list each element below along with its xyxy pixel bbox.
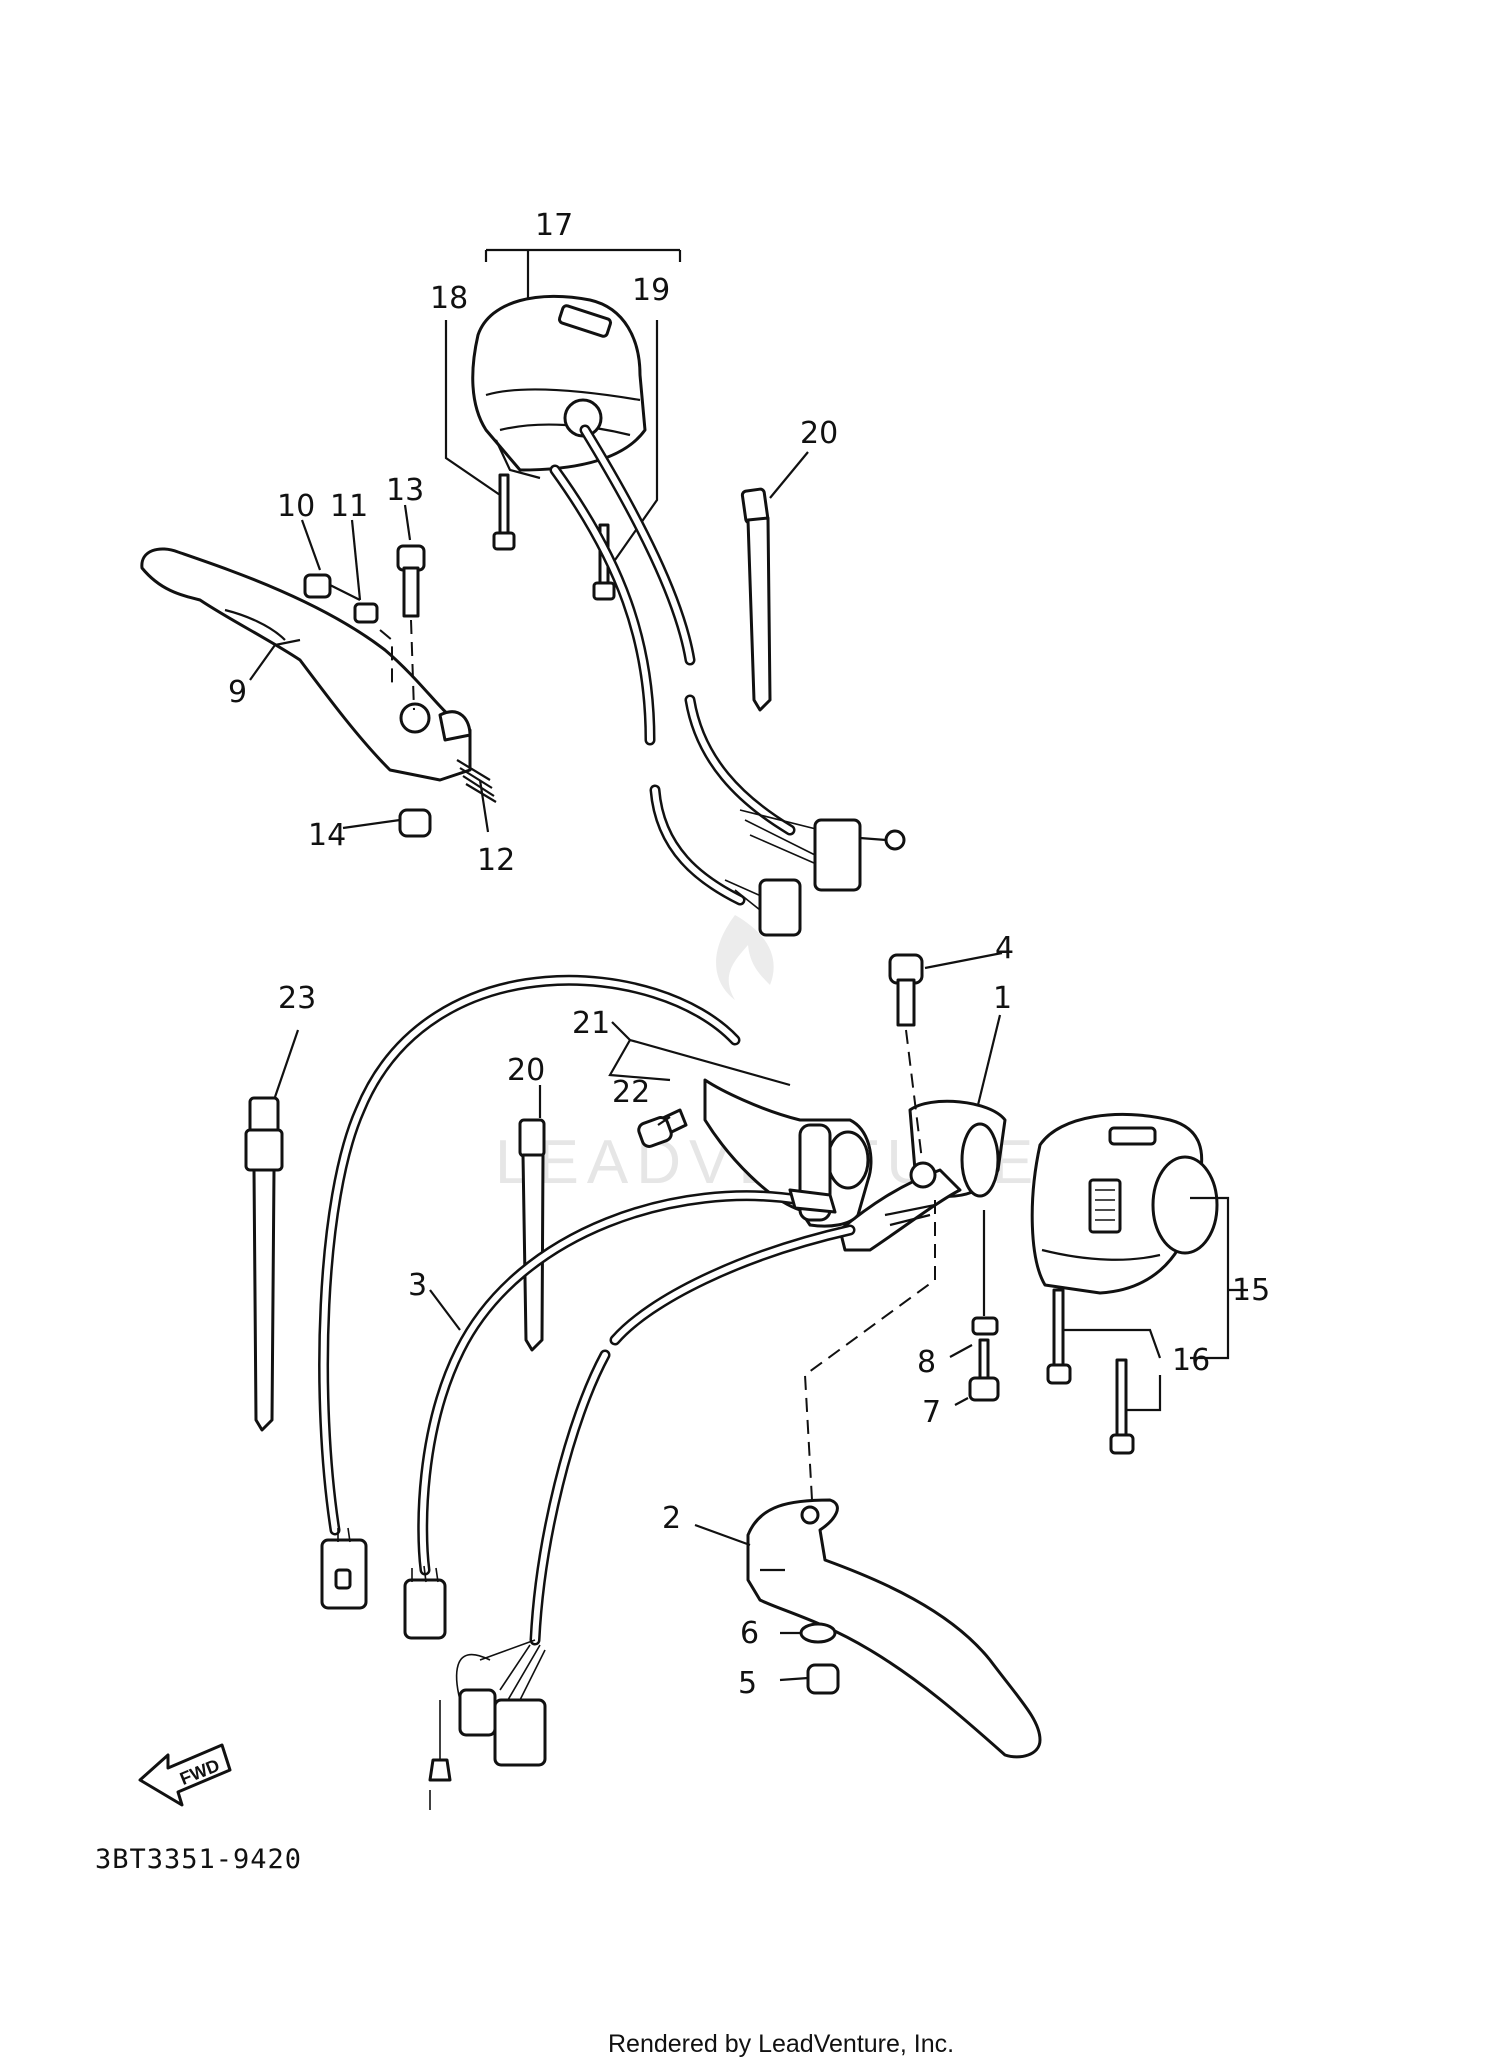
cable-tie-bottom[interactable] [518,1118,546,1352]
screw-22[interactable] [637,1108,688,1148]
callout-6: 6 [740,1616,759,1651]
screw-18[interactable] [492,473,516,551]
throttle-cable-loop [318,974,741,1610]
callout-3: 3 [408,1268,427,1303]
washer-8[interactable] [971,1210,999,1336]
brake-lever[interactable] [746,1498,1042,1759]
callout-12: 12 [477,843,515,878]
cable-tie-23[interactable] [244,1096,284,1432]
callout-15: 15 [1232,1273,1270,1308]
wire-3 [403,1188,837,1640]
left-handlebar-switch[interactable] [471,294,647,480]
brake-lever-holder[interactable] [838,1099,1007,1252]
o-ring-6[interactable] [799,1622,837,1644]
leader-lines [249,451,1003,1682]
screw-16b[interactable] [1109,1358,1135,1455]
bracket-21 [608,1021,791,1087]
fwd-arrow-icon: FWD [138,1743,232,1807]
callout-8: 8 [917,1345,936,1380]
brake-switch-wire [428,1224,856,1810]
diagram-code: 3BT3351-9420 [95,1844,302,1875]
bracket-17 [444,248,682,561]
callout-1: 1 [993,981,1012,1016]
lever-leader-2 [803,1200,936,1501]
nut-14[interactable] [398,808,432,838]
clutch-lever[interactable] [140,547,472,782]
footer-credit: Rendered by LeadVenture, Inc. [608,2030,954,2058]
callout-4: 4 [995,931,1014,966]
nut-7[interactable] [968,1338,1000,1402]
lever-leader-9 [379,629,393,690]
nut-11[interactable] [353,602,379,624]
callout-17: 17 [535,208,573,243]
bolt-13[interactable] [396,544,426,711]
screw-10[interactable] [303,573,361,601]
callouts: 1 2 3 4 5 6 7 8 9 10 11 12 13 14 15 16 1… [228,208,1270,1701]
callout-10: 10 [277,489,315,524]
callout-13: 13 [386,473,424,508]
nut-5[interactable] [806,1663,840,1695]
bolt-4[interactable] [888,953,924,1161]
callout-23: 23 [278,981,316,1016]
screw-16a[interactable] [1046,1288,1072,1385]
bracket-15 [1062,1196,1248,1412]
right-handlebar-switch[interactable] [1030,1112,1219,1295]
callout-9: 9 [228,675,247,710]
callout-14: 14 [308,818,346,853]
throttle-housing[interactable] [703,1078,873,1228]
callout-18: 18 [430,281,468,316]
callout-20-top: 20 [800,416,838,451]
left-switch-harness [549,424,906,937]
callout-11: 11 [330,489,368,524]
callout-22: 22 [612,1075,650,1110]
callout-2: 2 [662,1501,681,1536]
spring-12[interactable] [456,759,497,803]
callout-20-bottom: 20 [507,1053,545,1088]
callout-5: 5 [738,1666,757,1701]
callout-7: 7 [922,1395,941,1430]
callout-21: 21 [572,1006,610,1041]
cable-tie-top[interactable] [740,487,772,712]
callout-19: 19 [632,273,670,308]
callout-16: 16 [1172,1343,1210,1378]
